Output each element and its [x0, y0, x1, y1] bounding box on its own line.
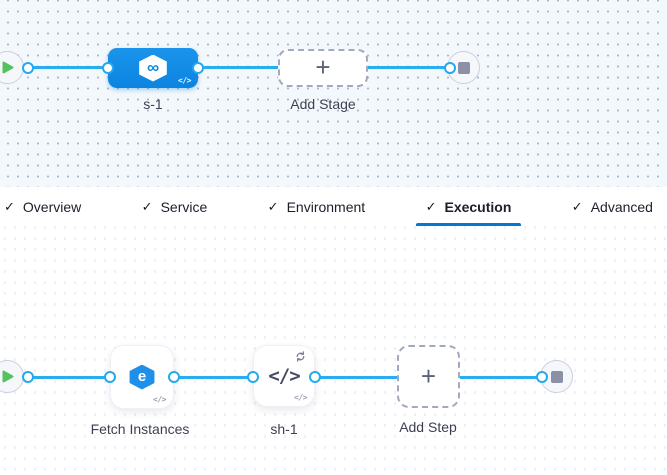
edge-start-to-fetch — [28, 375, 112, 379]
tab-label: Service — [160, 198, 208, 215]
port-end-in — [444, 61, 456, 74]
stage-config-tabbar: ✓ Overview ✓ Service ✓ Environment ✓ Exe… — [0, 187, 667, 226]
tab-execution[interactable]: ✓ Execution — [415, 187, 522, 226]
edge-stage-to-addstage — [198, 66, 280, 69]
port-sh1-in — [247, 371, 259, 383]
check-icon: ✓ — [141, 199, 153, 214]
step-node-fetch-instances[interactable]: e </> — [110, 345, 174, 409]
cd-stage-hexagon-icon: ∞ — [139, 54, 167, 82]
port-sh1-out — [309, 371, 321, 383]
tab-overview[interactable]: ✓ Overview — [2, 187, 91, 226]
port-end-in — [536, 371, 548, 383]
step-label-fetch-instances: Fetch Instances — [90, 421, 190, 437]
check-icon: ✓ — [4, 199, 15, 214]
stop-icon — [457, 61, 470, 74]
check-icon: ✓ — [267, 199, 279, 214]
port-stage-in — [102, 61, 114, 74]
play-icon — [2, 370, 13, 383]
plus-icon: + — [420, 360, 437, 391]
edge-fetch-to-sh1 — [174, 375, 255, 379]
stage-label: s-1 — [143, 96, 163, 112]
step-label-sh1: sh-1 — [270, 421, 298, 437]
add-step-label: Add Step — [399, 419, 457, 435]
stop-icon — [550, 370, 563, 383]
play-icon — [2, 61, 13, 74]
edge-sh1-to-addstep — [315, 375, 399, 379]
port-start-out — [22, 371, 34, 383]
step-yaml-code-icon: </> — [294, 393, 307, 402]
stage-canvas: ∞ </> + s-1 Add Stage — [0, 0, 667, 187]
port-start-out — [22, 61, 34, 74]
stage-yaml-code-icon: </> — [178, 76, 191, 85]
loop-strategy-icon — [294, 350, 307, 368]
fetch-instances-glyph: e — [137, 368, 147, 385]
execution-canvas: e </> </> </> + — [0, 226, 667, 475]
shell-script-icon: </> — [268, 365, 300, 387]
stage-node-s1[interactable]: ∞ </> — [108, 48, 198, 88]
check-icon: ✓ — [425, 199, 437, 214]
tab-label: Environment — [286, 198, 366, 215]
port-fetch-out — [168, 371, 180, 383]
execution-start-node — [0, 360, 24, 393]
port-fetch-in — [104, 371, 116, 383]
step-yaml-code-icon: </> — [153, 395, 166, 404]
infinity-icon: ∞ — [146, 57, 160, 77]
tab-advanced[interactable]: ✓ Advanced — [562, 187, 663, 226]
fetch-instances-icon: e — [129, 364, 155, 390]
step-node-sh1[interactable]: </> </> — [253, 345, 315, 407]
edge-start-to-stage — [28, 66, 110, 69]
add-step-button[interactable]: + — [397, 345, 460, 408]
add-stage-label: Add Stage — [290, 96, 356, 112]
tab-label: Advanced — [590, 198, 653, 215]
plus-icon: + — [315, 52, 331, 82]
tab-service[interactable]: ✓ Service — [132, 187, 218, 226]
tab-environment[interactable]: ✓ Environment — [258, 187, 376, 226]
edge-addstep-to-end — [458, 375, 542, 379]
check-icon: ✓ — [571, 199, 583, 214]
port-stage-out — [192, 61, 204, 74]
tab-label: Overview — [22, 198, 82, 215]
edge-addstage-to-end — [366, 66, 450, 69]
add-stage-button[interactable]: + — [278, 49, 368, 87]
tab-label: Execution — [444, 198, 512, 215]
pipeline-start-node — [0, 51, 24, 84]
